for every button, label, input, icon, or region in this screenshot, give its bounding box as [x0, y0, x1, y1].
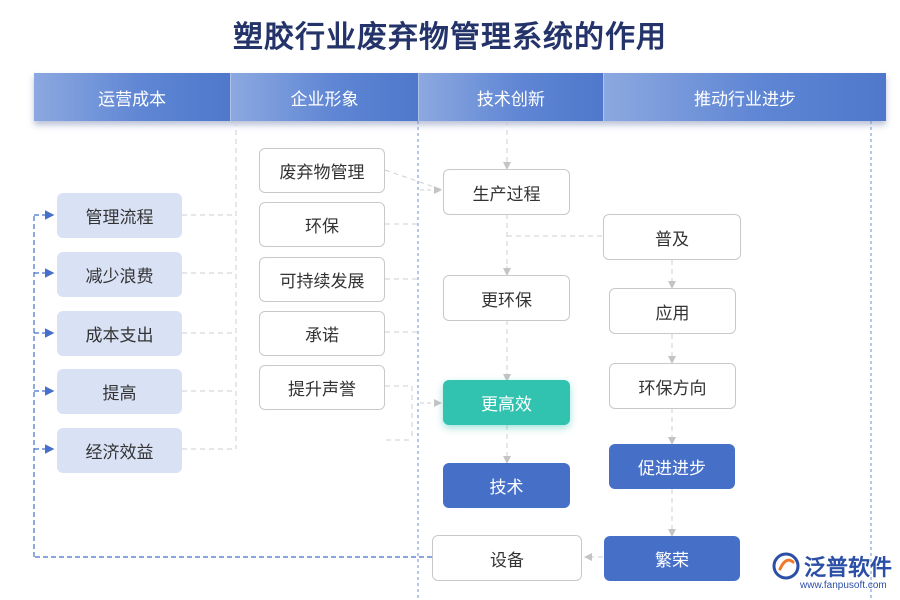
diagram-title: 塑胶行业废弃物管理系统的作用 [233, 20, 667, 55]
node-greener: 更环保 [443, 275, 570, 321]
logo-icon [772, 552, 800, 580]
header-industry-progress: 推动行业进步 [603, 73, 886, 121]
node-popularize: 普及 [603, 214, 741, 260]
node-management-process: 管理流程 [57, 193, 182, 238]
brand-logo: 泛普软件 [772, 550, 892, 582]
header-operating-cost: 运营成本 [34, 73, 231, 121]
node-waste-management: 废弃物管理 [259, 148, 385, 193]
node-eco-direction: 环保方向 [609, 363, 736, 409]
node-cost-expenditure: 成本支出 [57, 311, 182, 356]
node-technology: 技术 [443, 463, 570, 508]
node-prosperity: 繁荣 [604, 536, 740, 581]
node-environmental: 环保 [259, 202, 385, 247]
node-reduce-waste: 减少浪费 [57, 252, 182, 297]
node-sustainable: 可持续发展 [259, 257, 385, 302]
header-tech-innovation: 技术创新 [417, 73, 603, 121]
node-reputation: 提升声誉 [259, 365, 385, 410]
node-economic-benefit: 经济效益 [57, 428, 182, 473]
node-application: 应用 [609, 288, 736, 334]
header-bar: 运营成本 企业形象 技术创新 推动行业进步 [34, 73, 886, 121]
header-corporate-image: 企业形象 [230, 73, 418, 121]
node-more-efficient: 更高效 [443, 380, 570, 425]
node-production-process: 生产过程 [443, 169, 570, 215]
node-commitment: 承诺 [259, 311, 385, 356]
logo-text: 泛普软件 [804, 556, 893, 581]
node-promote-progress: 促进进步 [609, 444, 735, 489]
node-improve: 提高 [57, 369, 182, 414]
logo-url: www.fanpusoft.com [800, 580, 887, 591]
node-equipment: 设备 [432, 535, 582, 581]
